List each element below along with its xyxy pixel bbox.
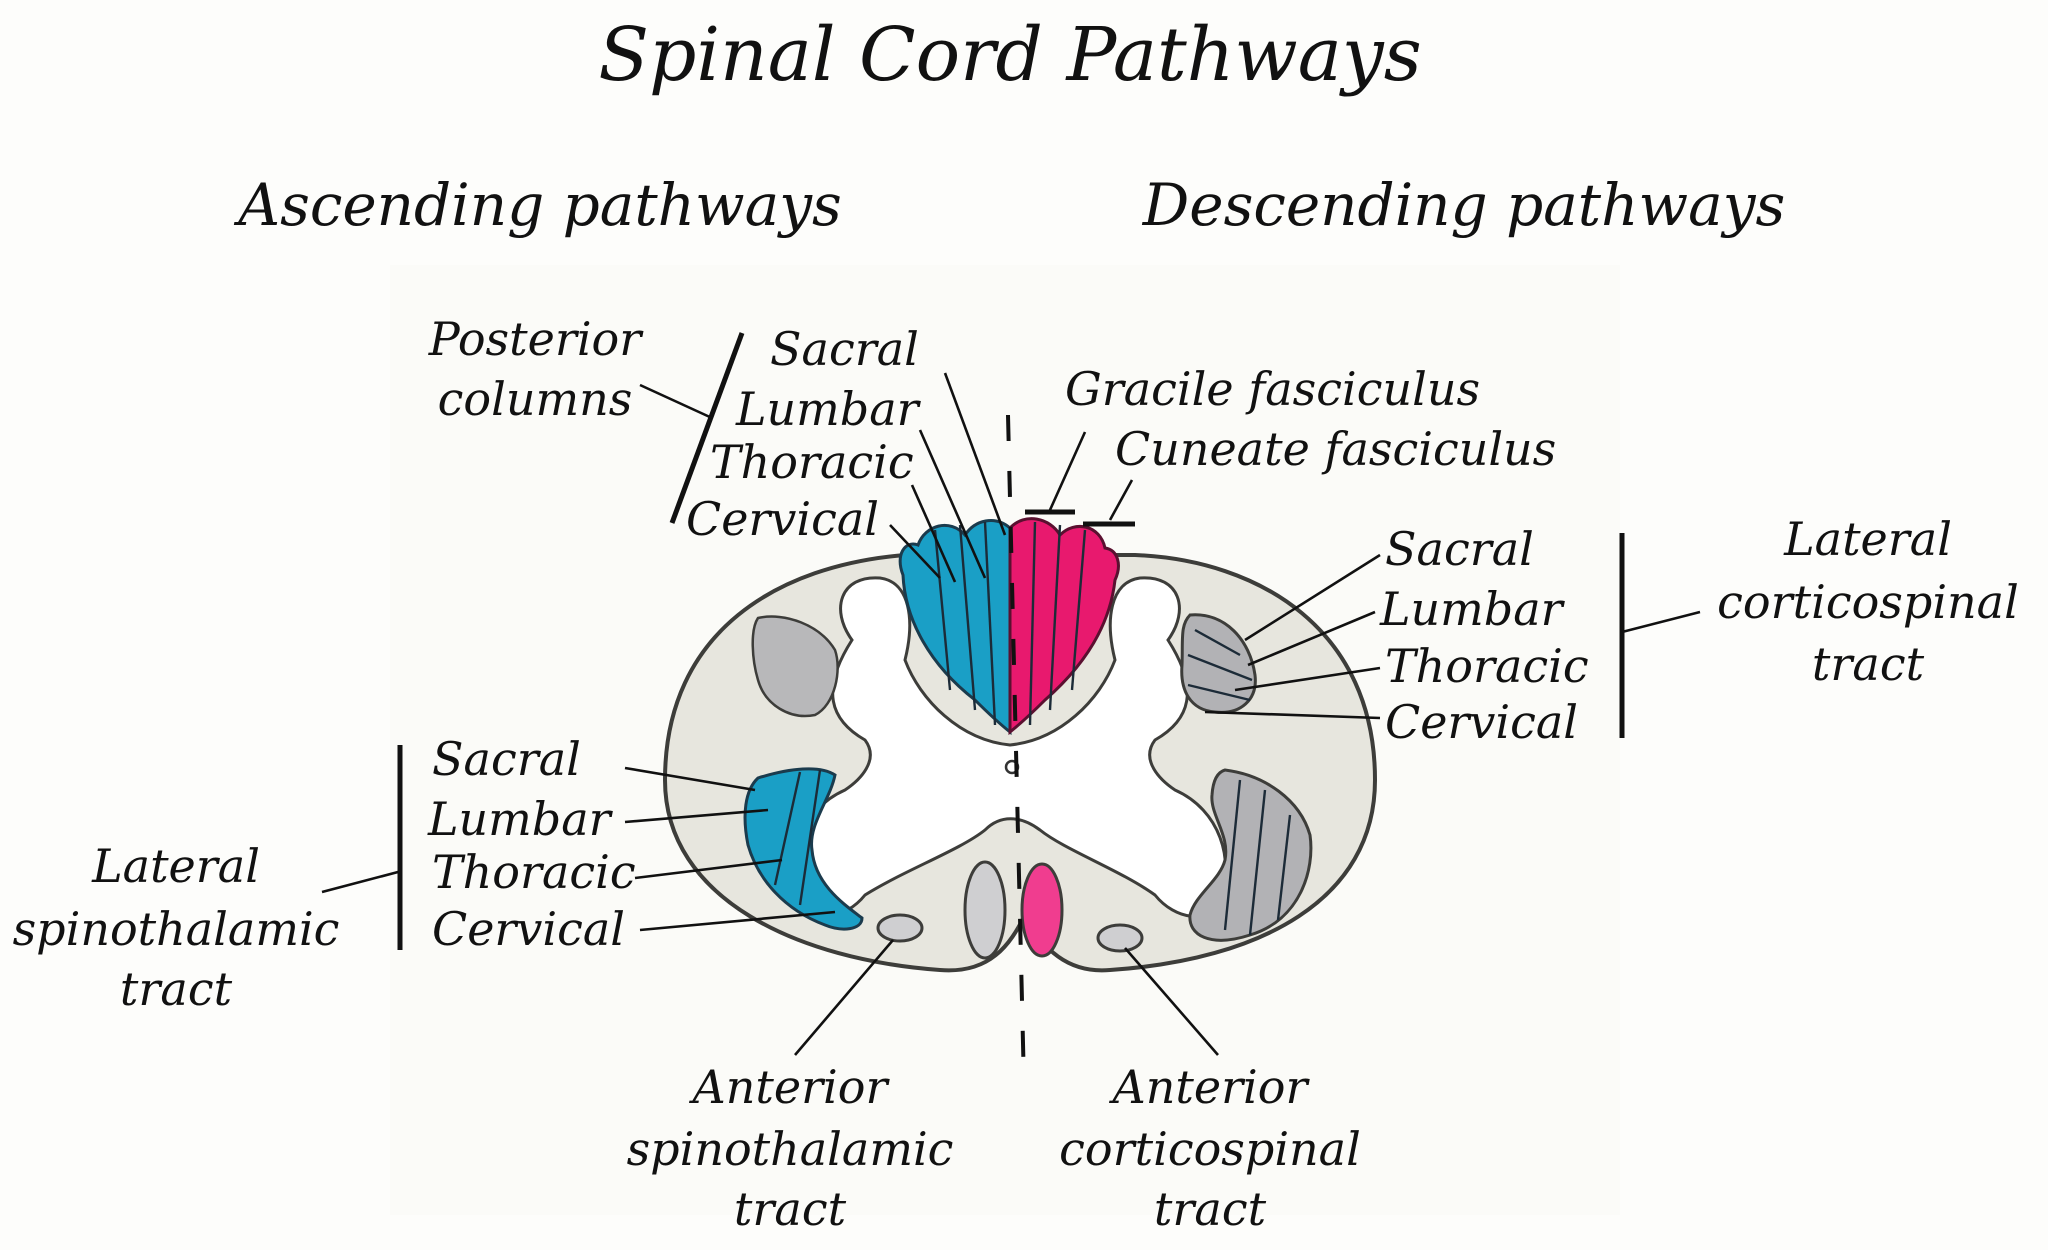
lateral-spinothalamic-line2: spinothalamic xyxy=(13,902,340,956)
lst-cervical-leader xyxy=(639,910,836,932)
lcs-lumbar-leader xyxy=(1247,610,1376,667)
lateral-spinothalamic-stripes xyxy=(773,769,822,906)
ascending-heading: Ascending pathways xyxy=(233,171,842,239)
posterior-columns-label-line1: Posterior xyxy=(428,312,644,366)
anterior-spinothalamic-line1: Anterior xyxy=(689,1060,891,1114)
anterior-spinothalamic-region xyxy=(876,913,924,943)
lateral-corticospinal-line2: corticospinal xyxy=(1717,575,2019,629)
lcs-cervical-leader xyxy=(1204,710,1381,720)
posterior-column-stripes xyxy=(933,521,1087,726)
left-dorsolateral-grey-region xyxy=(751,615,839,718)
thoracic-leader xyxy=(910,484,957,583)
lateral-corticospinal-thoracic-label: Thoracic xyxy=(1385,639,1589,693)
lumbar-leader xyxy=(918,429,987,579)
gracile-leader xyxy=(1048,431,1087,511)
ventral-lateral-grey-stripes xyxy=(1223,779,1292,936)
anterior-corticospinal-line1: Anterior xyxy=(1109,1060,1311,1114)
cervical-leader xyxy=(889,524,941,579)
lcs-thoracic-leader xyxy=(1234,666,1381,692)
lateral-corticospinal-cervical-label: Cervical xyxy=(1385,695,1578,749)
lateral-spinothalamic-region xyxy=(743,767,864,931)
sacral-leader xyxy=(943,372,1007,536)
lateral-spinothalamic-line1: Lateral xyxy=(91,839,260,893)
lateral-corticospinal-line3: tract xyxy=(1812,637,1925,691)
descending-heading: Descending pathways xyxy=(1142,171,1785,239)
posterior-columns-leader xyxy=(639,383,713,420)
posterior-columns-label-line2: columns xyxy=(438,372,633,426)
anterior-spinothalamic-leader xyxy=(794,939,894,1056)
anterior-corticospinal-leader xyxy=(1124,947,1219,1056)
lateral-corticospinal-stripes xyxy=(1187,628,1253,702)
gracile-fasciculus-label: Gracile fasciculus xyxy=(1065,362,1480,416)
anterior-corticospinal-region xyxy=(1020,862,1064,958)
anterior-spinothalamic-line3: tract xyxy=(734,1182,847,1236)
lateral-corticospinal-sacral-label: Sacral xyxy=(1385,522,1534,576)
lst-sacral-leader xyxy=(624,766,756,792)
posterior-columns-lumbar-label: Lumbar xyxy=(735,382,922,436)
posterior-columns-sacral-label: Sacral xyxy=(770,322,919,376)
posterior-columns-bracket xyxy=(669,332,745,524)
lateral-spinothalamic-line3: tract xyxy=(120,962,233,1016)
anterior-right-small-oval xyxy=(1096,923,1144,953)
lateral-spinothalamic-leader xyxy=(321,870,399,894)
lateral-spinothalamic-thoracic-label: Thoracic xyxy=(432,845,636,899)
lst-lumbar-leader xyxy=(624,808,769,824)
anterior-corticospinal-line2: corticospinal xyxy=(1059,1122,1361,1176)
page-title: Spinal Cord Pathways xyxy=(598,12,1421,98)
lateral-corticospinal-lumbar-label: Lumbar xyxy=(1379,582,1566,636)
lateral-spinothalamic-cervical-label: Cervical xyxy=(432,902,625,956)
cuneate-fasciculus-label: Cuneate fasciculus xyxy=(1115,422,1556,476)
anterior-spinothalamic-label: Anterior spinothalamic tract xyxy=(627,1060,954,1236)
cuneate-leader xyxy=(1108,479,1134,521)
anterior-spinothalamic-line2: spinothalamic xyxy=(627,1122,954,1176)
lateral-corticospinal-group-label: Lateral corticospinal tract xyxy=(1717,512,2019,691)
lateral-spinothalamic-lumbar-label: Lumbar xyxy=(427,792,614,846)
lateral-spinothalamic-sacral-label: Sacral xyxy=(432,732,581,786)
posterior-columns-cervical-label: Cervical xyxy=(686,492,879,546)
anterior-corticospinal-line3: tract xyxy=(1154,1182,1267,1236)
lcs-sacral-leader xyxy=(1244,553,1381,642)
lateral-spinothalamic-group-label: Lateral spinothalamic tract xyxy=(13,839,340,1016)
lateral-corticospinal-leader xyxy=(1621,610,1701,634)
posterior-columns-group-label: Posterior columns xyxy=(428,312,644,426)
anterior-left-grey-oval xyxy=(963,860,1007,960)
lst-thoracic-leader xyxy=(634,858,783,880)
lateral-corticospinal-line1: Lateral xyxy=(1783,512,1952,566)
anterior-corticospinal-label: Anterior corticospinal tract xyxy=(1059,1060,1361,1236)
posterior-columns-thoracic-label: Thoracic xyxy=(710,435,914,489)
